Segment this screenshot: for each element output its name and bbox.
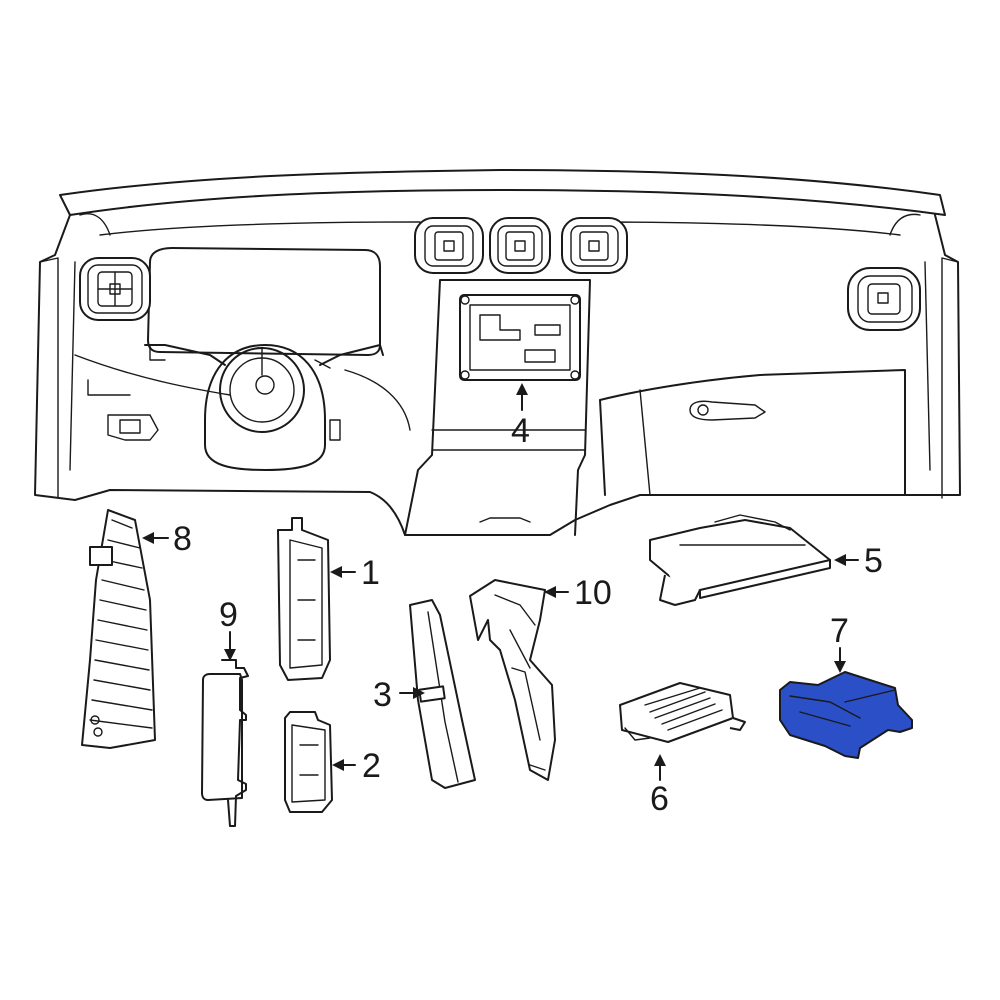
callout-9: 9 <box>219 596 238 634</box>
part-5-duct <box>649 514 831 606</box>
callout-labels: 1 2 3 4 5 6 7 8 9 10 <box>173 412 883 818</box>
callout-8: 8 <box>173 520 192 558</box>
callout-4: 4 <box>511 412 530 450</box>
center-vents <box>414 217 628 274</box>
callout-10: 10 <box>574 574 612 612</box>
callout-7: 7 <box>830 612 849 650</box>
part-2-module <box>284 711 333 813</box>
callout-1: 1 <box>361 554 380 592</box>
callout-5: 5 <box>864 542 883 580</box>
part-7-control-module-highlighted <box>779 671 913 759</box>
part-10-bracket <box>469 579 556 781</box>
part-9-bracket <box>201 659 249 827</box>
callout-3: 3 <box>373 676 392 714</box>
callout-6: 6 <box>650 780 669 818</box>
callout-2: 2 <box>362 747 381 785</box>
part-1-module <box>277 517 331 681</box>
part-6-module <box>619 682 746 743</box>
callout-arrows <box>142 383 859 781</box>
part-8-trim-panel <box>81 509 156 749</box>
dashboard-assembly <box>34 169 961 536</box>
part-3-trim <box>409 599 476 789</box>
